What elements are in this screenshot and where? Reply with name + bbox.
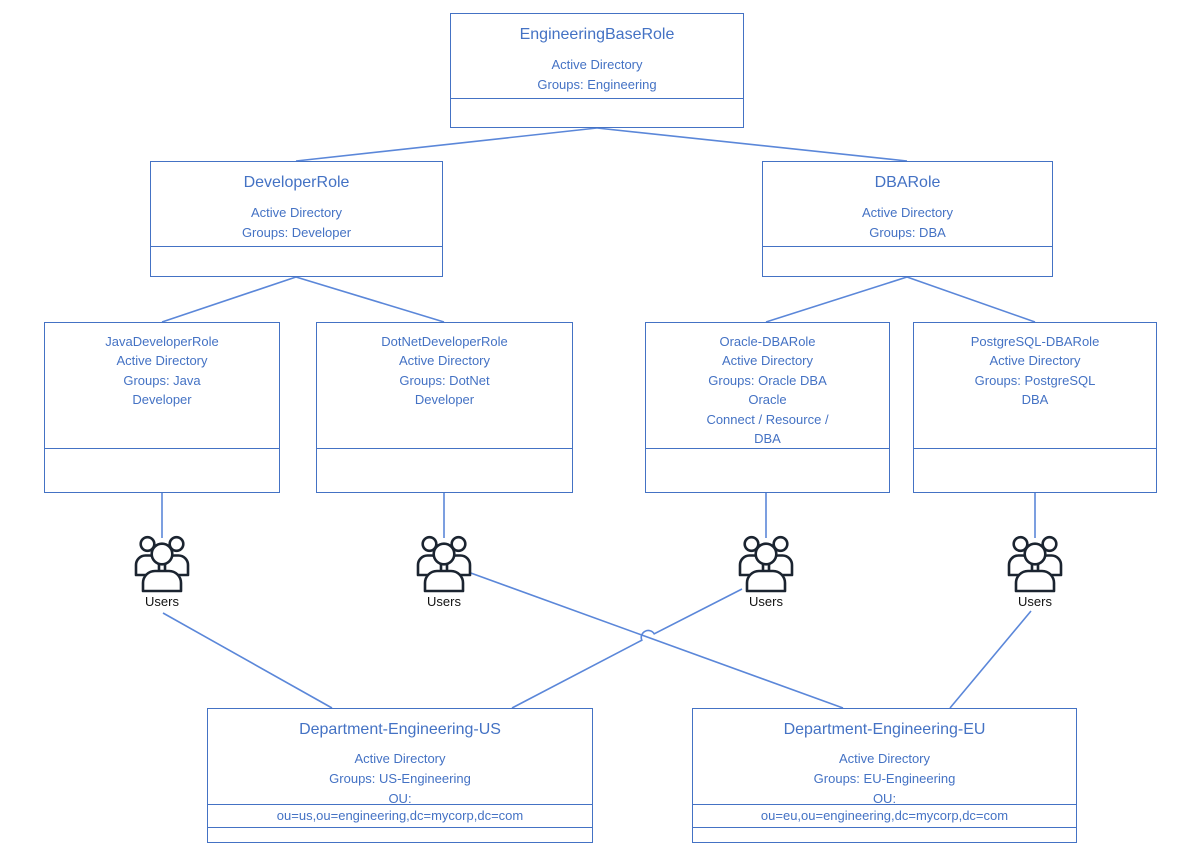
- edge-base-to-dba: [596, 127, 908, 162]
- users-label: Users: [145, 594, 179, 609]
- empty-compartment: [151, 246, 442, 276]
- node-engineering-base-role: EngineeringBaseRole Active Directory Gro…: [450, 13, 744, 128]
- empty-compartment: [646, 448, 889, 492]
- edge-java-users-to-dept-us: [162, 612, 333, 709]
- users-group-java: Users: [122, 533, 202, 609]
- node-attributes: Active Directory Groups: Developer: [241, 205, 352, 240]
- edge-dotnet-users-to-dept-eu: [467, 571, 844, 709]
- edge-postgresql-users-to-dept-eu: [949, 610, 1032, 709]
- node-attributes: Oracle-DBARole Active Directory Groups: …: [706, 334, 829, 447]
- empty-compartment: [914, 448, 1156, 492]
- users-label: Users: [427, 594, 461, 609]
- empty-compartment: [693, 827, 1076, 842]
- node-dba-role: DBARole Active Directory Groups: DBA: [762, 161, 1053, 277]
- users-group-oracle: Users: [726, 533, 806, 609]
- node-title: EngineeringBaseRole: [519, 26, 675, 43]
- ou-value: ou=eu,ou=engineering,dc=mycorp,dc=com: [693, 804, 1076, 828]
- users-icon: [738, 535, 794, 593]
- empty-compartment: [763, 246, 1052, 276]
- node-attributes: Active Directory Groups: US-Engineering …: [329, 751, 471, 806]
- edge-oracle-users-to-dept-us: [511, 588, 743, 709]
- node-attributes: PostgreSQL-DBARole Active Directory Grou…: [970, 334, 1100, 408]
- edge-developer-to-java: [161, 276, 297, 323]
- node-oracle-dba-role: Oracle-DBARole Active Directory Groups: …: [645, 322, 890, 493]
- users-icon: [416, 535, 472, 593]
- node-attributes: Active Directory Groups: Engineering: [537, 57, 657, 92]
- node-title: DBARole: [874, 174, 941, 191]
- node-title: Department-Engineering-EU: [783, 721, 986, 738]
- edge-dba-to-postgresql: [906, 276, 1036, 323]
- node-attributes: JavaDeveloperRole Active Directory Group…: [105, 334, 219, 408]
- users-icon: [1007, 535, 1063, 593]
- node-attributes: Active Directory Groups: EU-Engineering …: [813, 751, 956, 806]
- users-group-dotnet: Users: [404, 533, 484, 609]
- edge-base-to-developer: [295, 127, 598, 162]
- ou-value: ou=us,ou=engineering,dc=mycorp,dc=com: [208, 804, 592, 828]
- node-postgresql-dba-role: PostgreSQL-DBARole Active Directory Grou…: [913, 322, 1157, 493]
- users-group-postgresql: Users: [995, 533, 1075, 609]
- node-department-engineering-eu: Department-Engineering-EU Active Directo…: [692, 708, 1077, 843]
- empty-compartment: [317, 448, 572, 492]
- node-java-developer-role: JavaDeveloperRole Active Directory Group…: [44, 322, 280, 493]
- node-dotnet-developer-role: DotNetDeveloperRole Active Directory Gro…: [316, 322, 573, 493]
- node-attributes: DotNetDeveloperRole Active Directory Gro…: [381, 334, 508, 408]
- users-label: Users: [749, 594, 783, 609]
- node-attributes: Active Directory Groups: DBA: [861, 205, 954, 240]
- empty-compartment: [451, 98, 743, 127]
- users-label: Users: [1018, 594, 1052, 609]
- node-department-engineering-us: Department-Engineering-US Active Directo…: [207, 708, 593, 843]
- edge-dba-to-oracle: [765, 276, 908, 323]
- node-title: Department-Engineering-US: [299, 721, 501, 738]
- empty-compartment: [45, 448, 279, 492]
- edge-developer-to-dotnet: [295, 276, 445, 323]
- node-title: DeveloperRole: [243, 174, 350, 191]
- node-developer-role: DeveloperRole Active Directory Groups: D…: [150, 161, 443, 277]
- empty-compartment: [208, 827, 592, 842]
- users-icon: [134, 535, 190, 593]
